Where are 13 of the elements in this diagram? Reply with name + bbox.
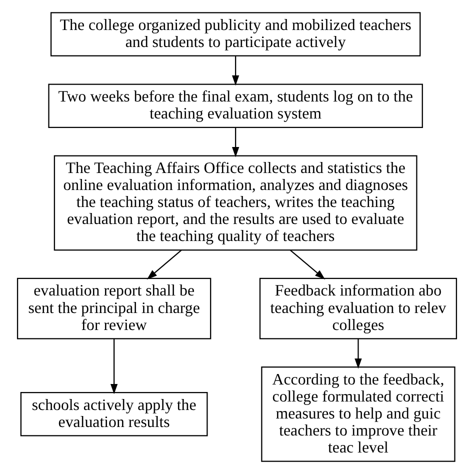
arrow bbox=[110, 339, 118, 394]
node-box: schools actively apply the evaluation results bbox=[20, 392, 208, 436]
arrow bbox=[290, 250, 326, 280]
node-box: The college organized publicity and mobilized teachers and students to participate actively bbox=[50, 12, 421, 56]
arrow bbox=[232, 128, 240, 158]
node-box: evaluation report shall be sent the principal in charge for review bbox=[16, 278, 212, 340]
node-box: Two weeks before the final exam, students log on to the teaching evaluation system bbox=[48, 84, 423, 128]
arrow bbox=[232, 56, 240, 86]
arrow bbox=[354, 339, 362, 369]
node-box: The Teaching Affairs Office collects and statistics the online evaluation information, analyzes and diagnoses the teaching status of teachers, writes the teaching evaluation report, and the results are used to evaluate the teaching quality of teachers bbox=[54, 155, 418, 251]
arrow bbox=[146, 250, 182, 280]
node-box: Feedback information abo teaching evaluation to relev colleges bbox=[259, 278, 458, 340]
node-box: According to the feedback, college formulated correcti measures to help and guic teachers to improve their teac level bbox=[261, 366, 456, 462]
